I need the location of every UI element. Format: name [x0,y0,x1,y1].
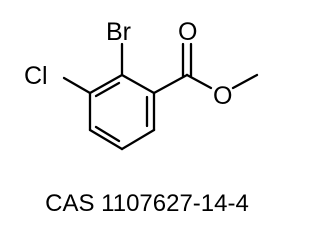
cas-number-caption: CAS 1107627-14-4 [45,190,249,217]
ester-oxygen-label: O [213,82,232,110]
bond-c1-carbonyl-c [152,73,189,95]
ester-group [152,42,259,95]
bond-c3-cl [62,76,92,95]
carbonyl-oxygen-label: O [178,18,197,46]
ring-double-bond-c2-c3 [94,81,121,98]
bond-o-methyl [231,73,259,90]
molecule-structure: Br Cl O O [24,18,259,151]
benzene-ring [88,73,156,151]
ring-double-bond-c4-c5 [94,125,121,143]
ring-bond-c5-c6 [120,128,156,151]
chlorine-label: Cl [24,62,48,90]
ring-bond-c4-c5 [88,128,124,151]
bond-carbonyl-c-o [185,73,213,90]
bromine-label: Br [106,18,131,46]
ring-bond-c1-c2 [120,73,156,95]
ring-bond-c2-c3 [88,73,124,95]
